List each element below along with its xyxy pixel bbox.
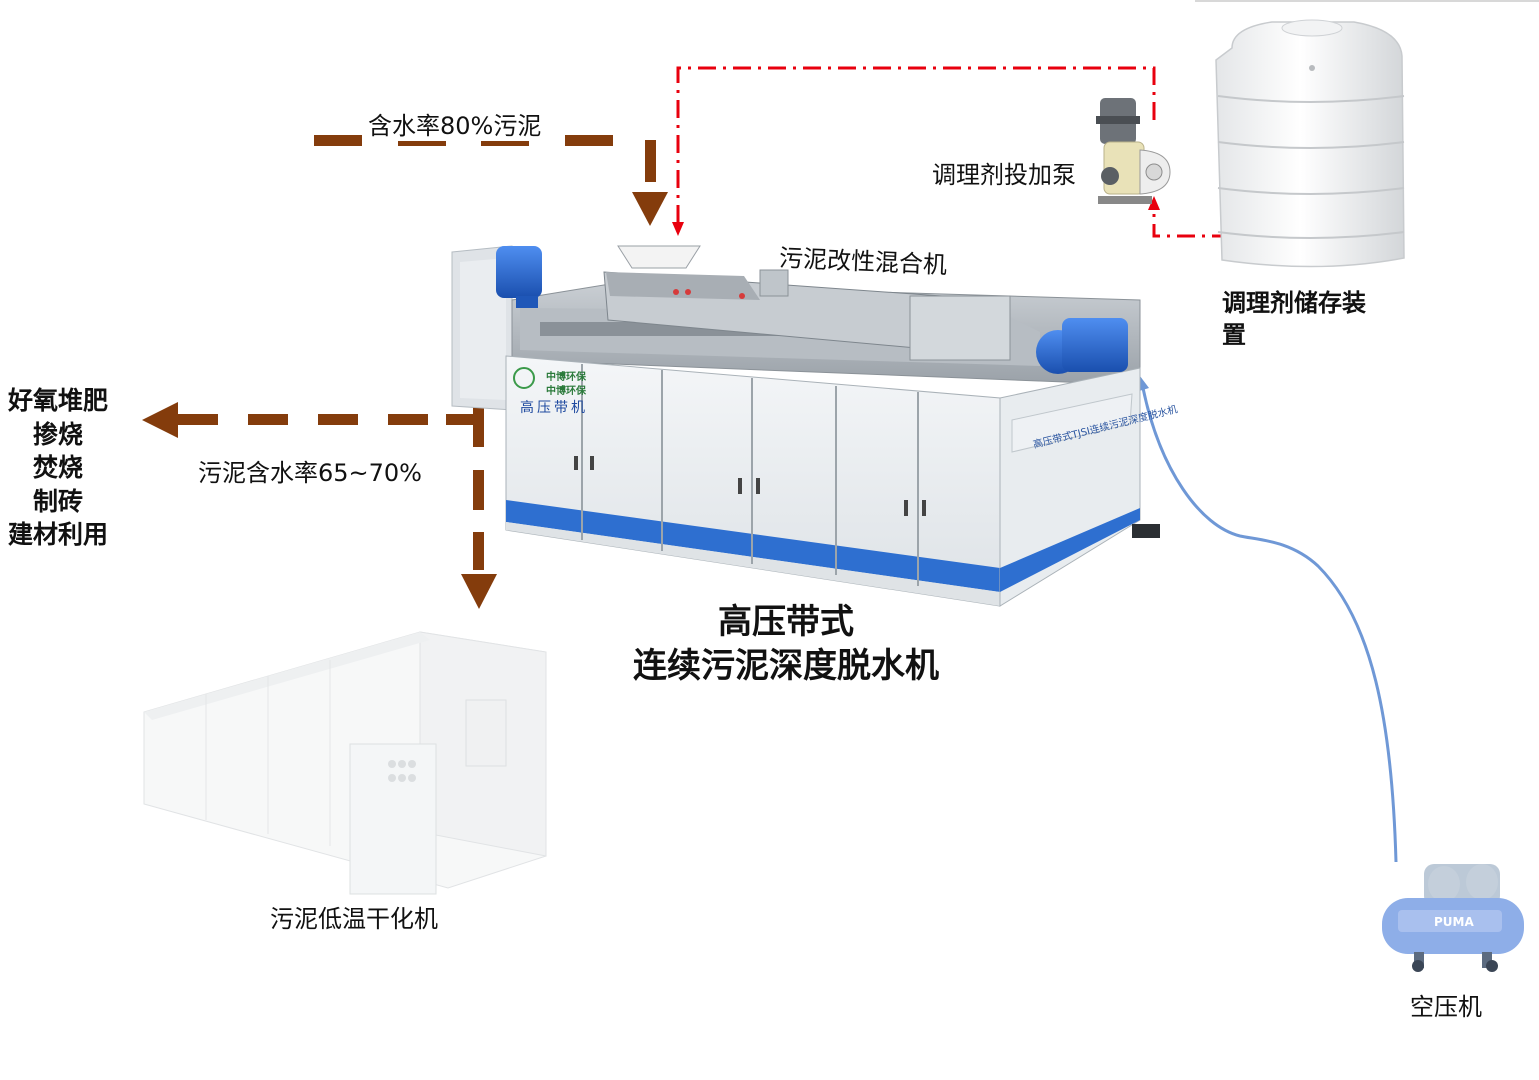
use-item: 制砖 xyxy=(32,486,83,516)
panel-name: 高压带机 xyxy=(520,399,588,416)
dosing-pump xyxy=(1096,98,1171,204)
panel-brand-1: 中博环保 xyxy=(546,370,587,383)
output-moisture-label: 污泥含水率65~70% xyxy=(198,459,422,487)
dosing-pump-label: 调理剂投加泵 xyxy=(932,161,1076,189)
sludge-input-label: 含水率80%污泥 xyxy=(364,106,546,141)
sludge-input-flow xyxy=(314,135,668,226)
dryer-label: 污泥低温干化机 xyxy=(270,905,438,933)
mixer-label: 污泥改性混合机 xyxy=(778,243,948,280)
storage-label-line1: 调理剂储存装 xyxy=(1222,289,1366,317)
storage-label-line2: 置 xyxy=(1222,321,1246,349)
chemical-arrowhead-up xyxy=(1148,196,1160,210)
chemical-arrowhead-down xyxy=(672,222,684,236)
compressor-brand: PUMA xyxy=(1434,915,1474,929)
air-compressor xyxy=(1382,864,1524,972)
panel-brand-2: 中博环保 xyxy=(546,384,587,397)
use-item: 焚烧 xyxy=(32,453,83,482)
chemical-dosing-line xyxy=(676,66,1230,238)
belt-press-machine xyxy=(451,245,1160,607)
chemical-storage-tank xyxy=(1215,19,1405,268)
machine-title-line1: 高压带式 xyxy=(718,602,854,642)
use-item: 好氧堆肥 xyxy=(7,386,108,415)
sludge-output-flow xyxy=(142,402,497,609)
use-item: 掺烧 xyxy=(32,419,83,449)
use-item: 建材利用 xyxy=(7,520,108,549)
machine-title-line2: 连续污泥深度脱水机 xyxy=(633,646,939,687)
air-supply-line xyxy=(1141,387,1398,863)
air-compressor-label: 空压机 xyxy=(1410,993,1482,1021)
machine-title: 高压带式 连续污泥深度脱水机 xyxy=(586,600,986,688)
sludge-uses-list: 好氧堆肥 掺烧 焚烧 制砖 建材利用 xyxy=(0,384,116,552)
sludge-dryer xyxy=(143,631,547,895)
